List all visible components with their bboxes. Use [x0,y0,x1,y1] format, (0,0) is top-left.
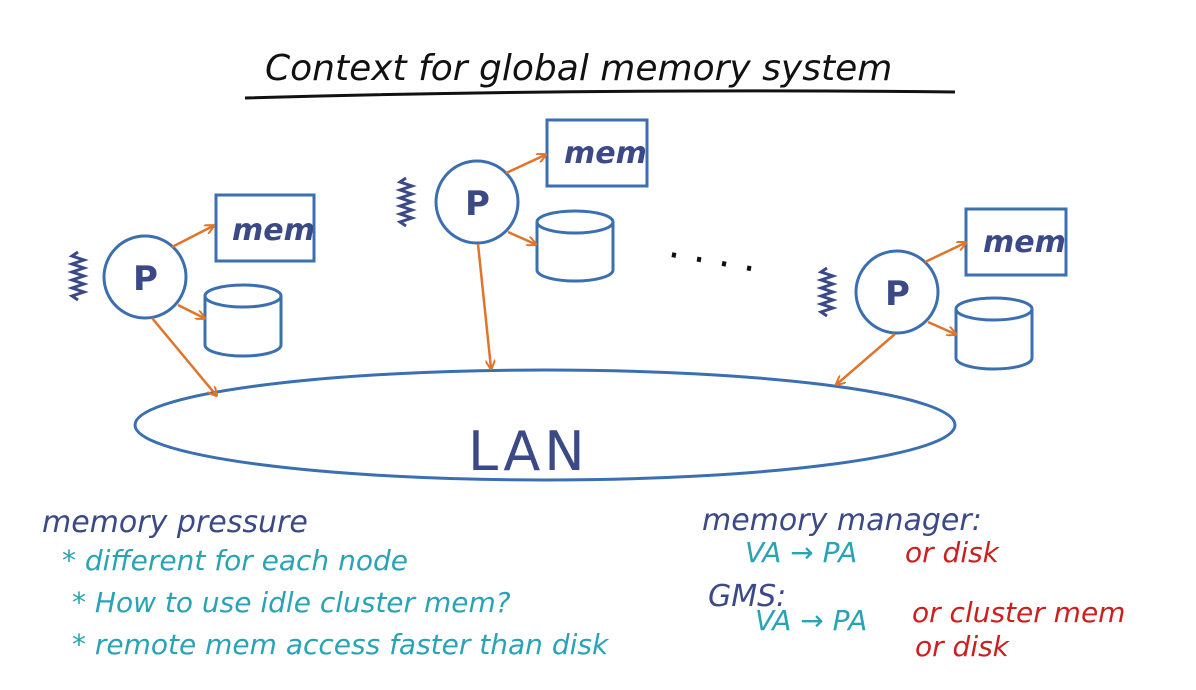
arrow-to-disk [927,320,955,334]
processor-label: P [133,259,158,299]
memory-label: mem [983,225,1066,260]
memory-manager-alternative: or disk [905,536,1001,569]
page-title: Context for global memory system [265,48,892,89]
processor-circle [102,234,188,320]
memory-pressure-item: * different for each node [62,544,408,577]
pressure-squiggle-icon [395,176,417,228]
gms-mapping: VA → PA [755,604,867,637]
memory-pressure-item: * How to use idle cluster mem? [72,586,511,619]
processor-circle [854,249,940,335]
memory-manager-heading: memory manager: [702,503,982,538]
pressure-squiggle-icon [67,250,89,302]
memory-label: mem [564,136,647,171]
node-left: P mem [67,193,316,395]
arrow-to-lan [476,243,491,368]
disk-cylinder-icon [203,283,283,358]
memory-label: mem [232,213,315,248]
memory-manager-notes: memory manager: VA → PA or disk GMS: VA … [702,503,1125,663]
processor-label: P [465,184,490,224]
lan-label: LAN [468,420,589,483]
node-right: P mem [816,207,1068,384]
arrow-to-memory [505,155,545,175]
pressure-squiggle-icon [816,266,838,318]
memory-manager-mapping: VA → PA [745,536,857,569]
memory-pressure-heading: memory pressure [42,505,308,540]
processor-circle [434,159,520,245]
gms-alternative-disk: or disk [915,630,1011,663]
arrow-to-disk [177,303,204,318]
arrow-to-disk [507,230,535,244]
title-underline [244,89,956,100]
arrow-to-lan [151,317,216,395]
gms-heading: GMS: [708,579,786,614]
arrow-to-memory [924,243,965,264]
memory-pressure-item: * remote mem access faster than disk [72,628,610,661]
more-nodes-ellipsis: . . . . [666,221,762,282]
disk-cylinder-icon [535,209,615,283]
processor-label: P [885,274,910,314]
disk-cylinder-icon [954,296,1034,371]
memory-pressure-notes: memory pressure * different for each nod… [42,505,610,661]
lan-ellipse [133,368,957,482]
arrow-to-lan [837,333,896,384]
arrow-to-memory [171,226,213,249]
node-middle: P mem [395,118,649,368]
gms-alternative-cluster: or cluster mem [912,596,1125,629]
